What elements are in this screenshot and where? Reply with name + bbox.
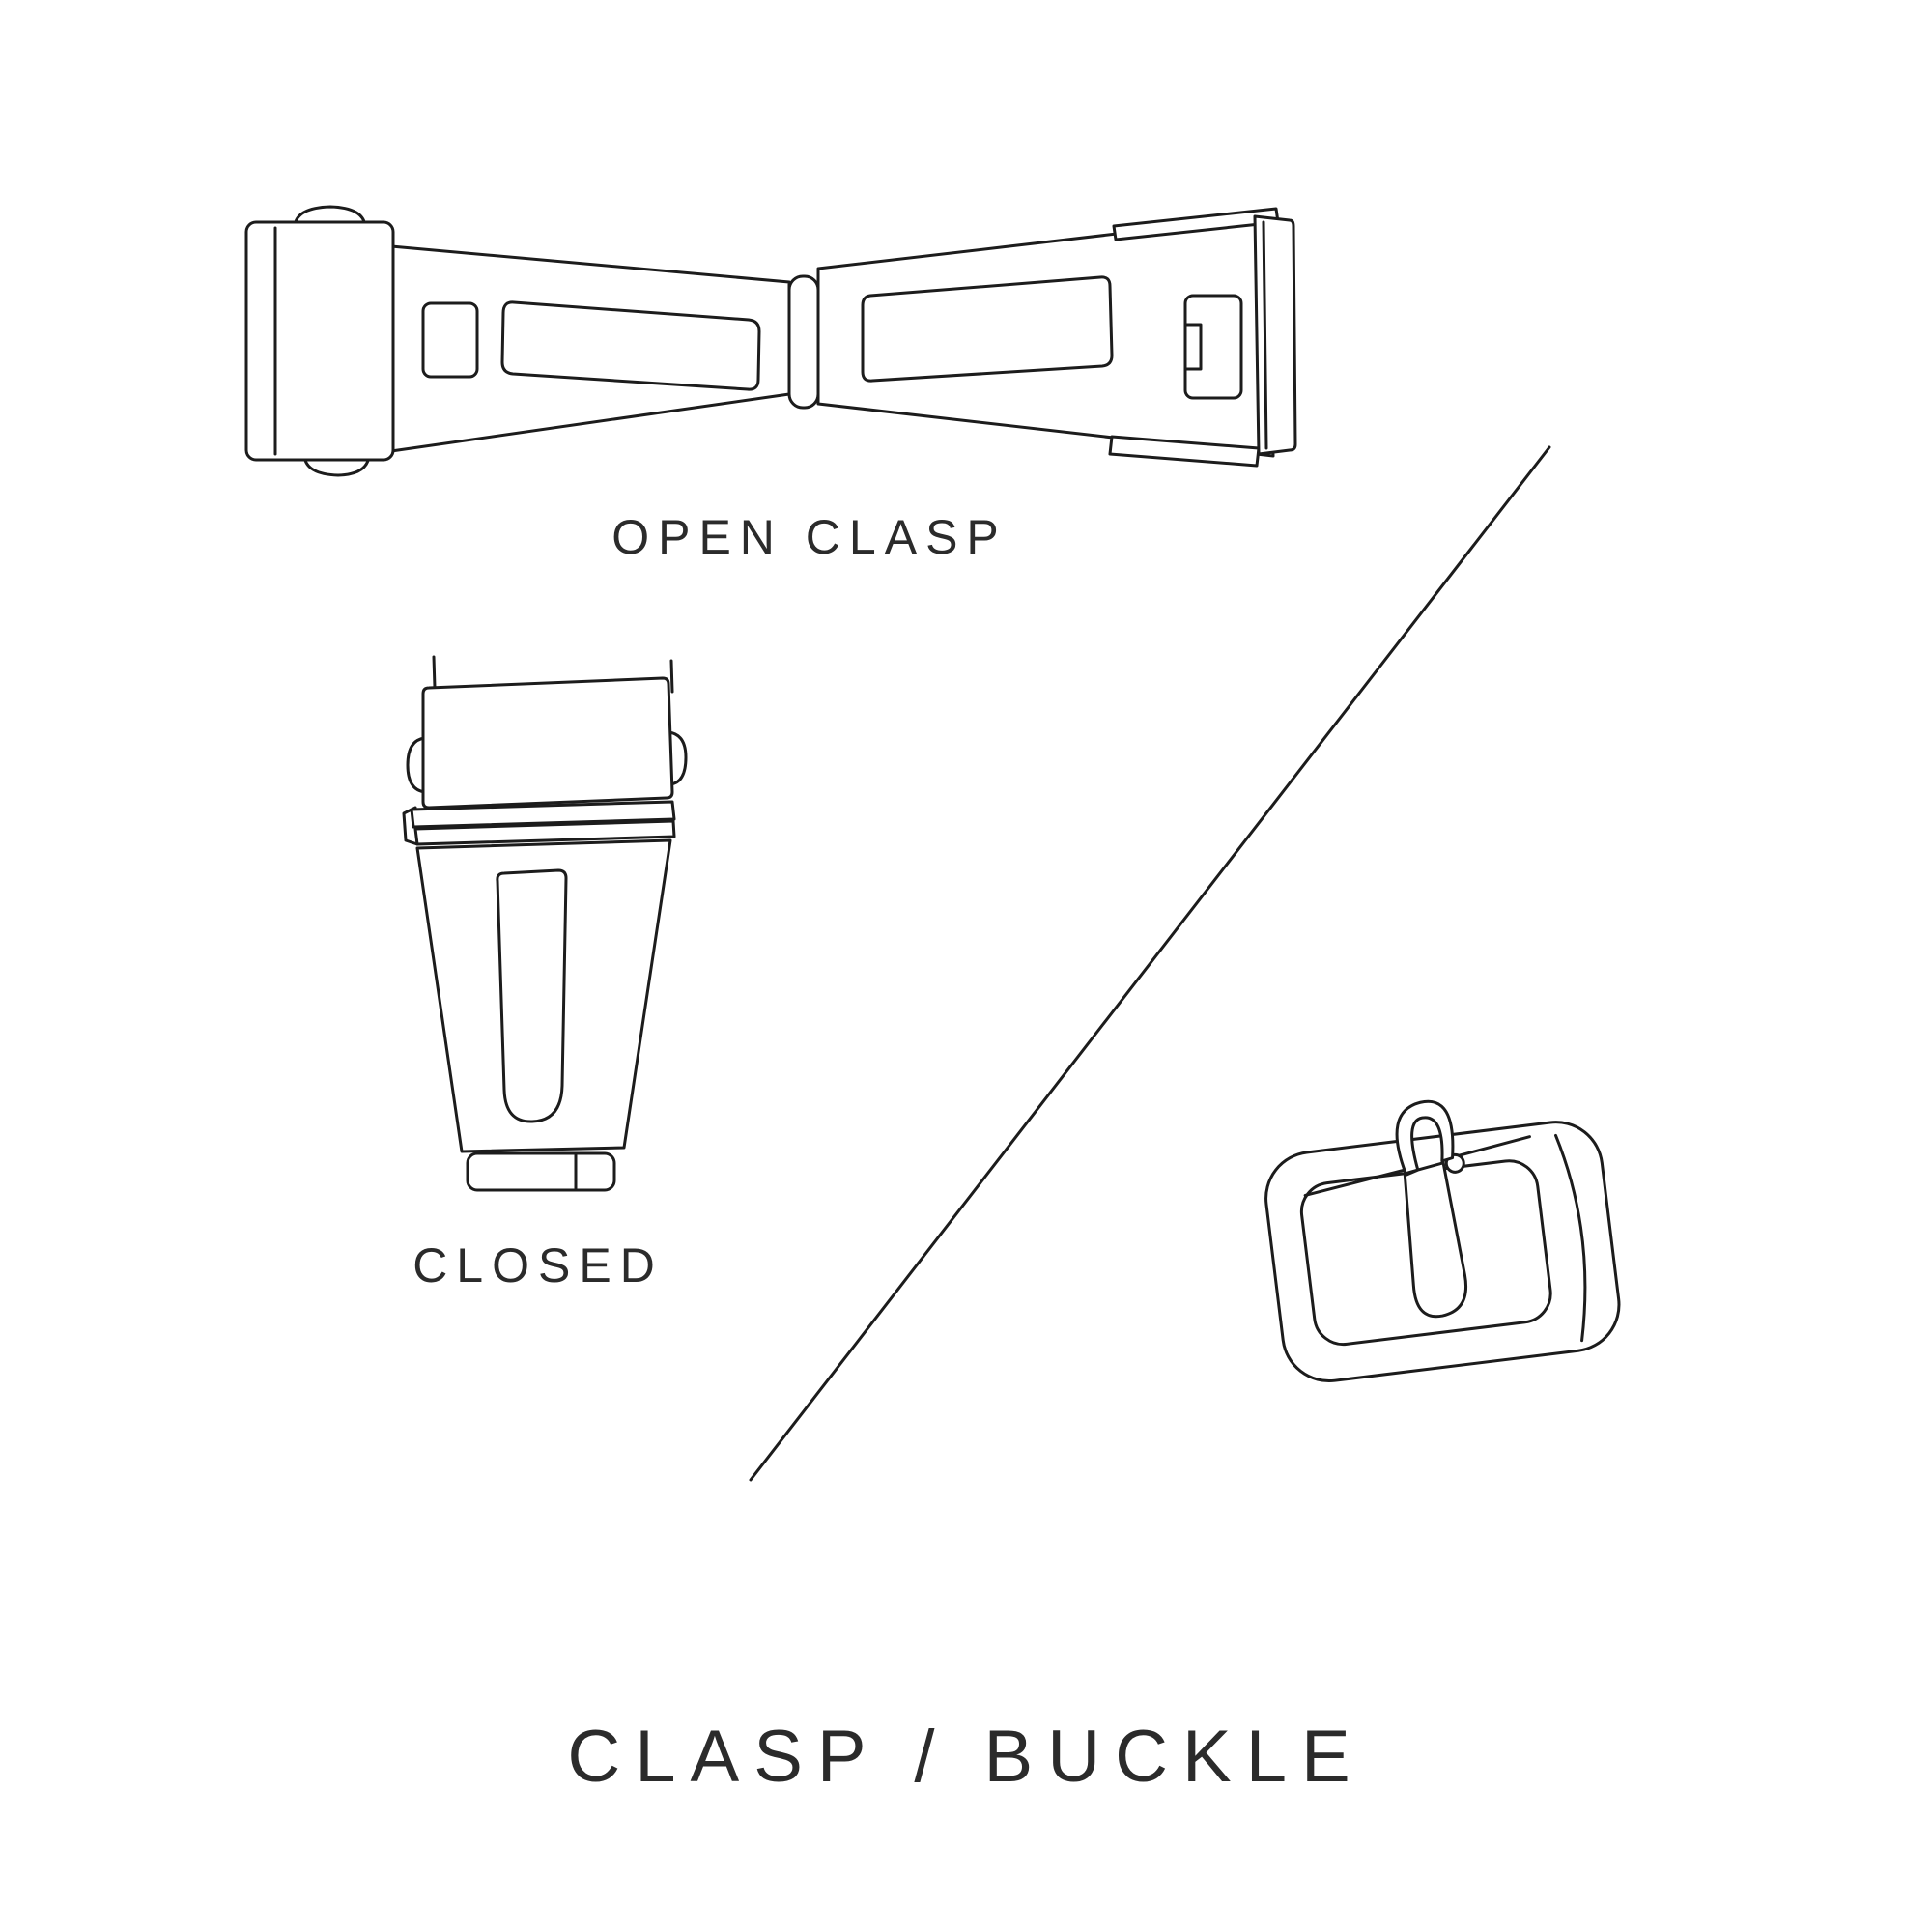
closed-clasp-illustration bbox=[402, 655, 688, 1192]
buckle-illustration bbox=[1264, 1099, 1621, 1383]
closed-label: CLOSED bbox=[412, 1238, 664, 1293]
open-clasp-illustration bbox=[244, 205, 1297, 477]
page-title: CLASP / BUCKLE bbox=[567, 1716, 1365, 1798]
open-clasp-label: OPEN CLASP bbox=[611, 510, 1008, 564]
